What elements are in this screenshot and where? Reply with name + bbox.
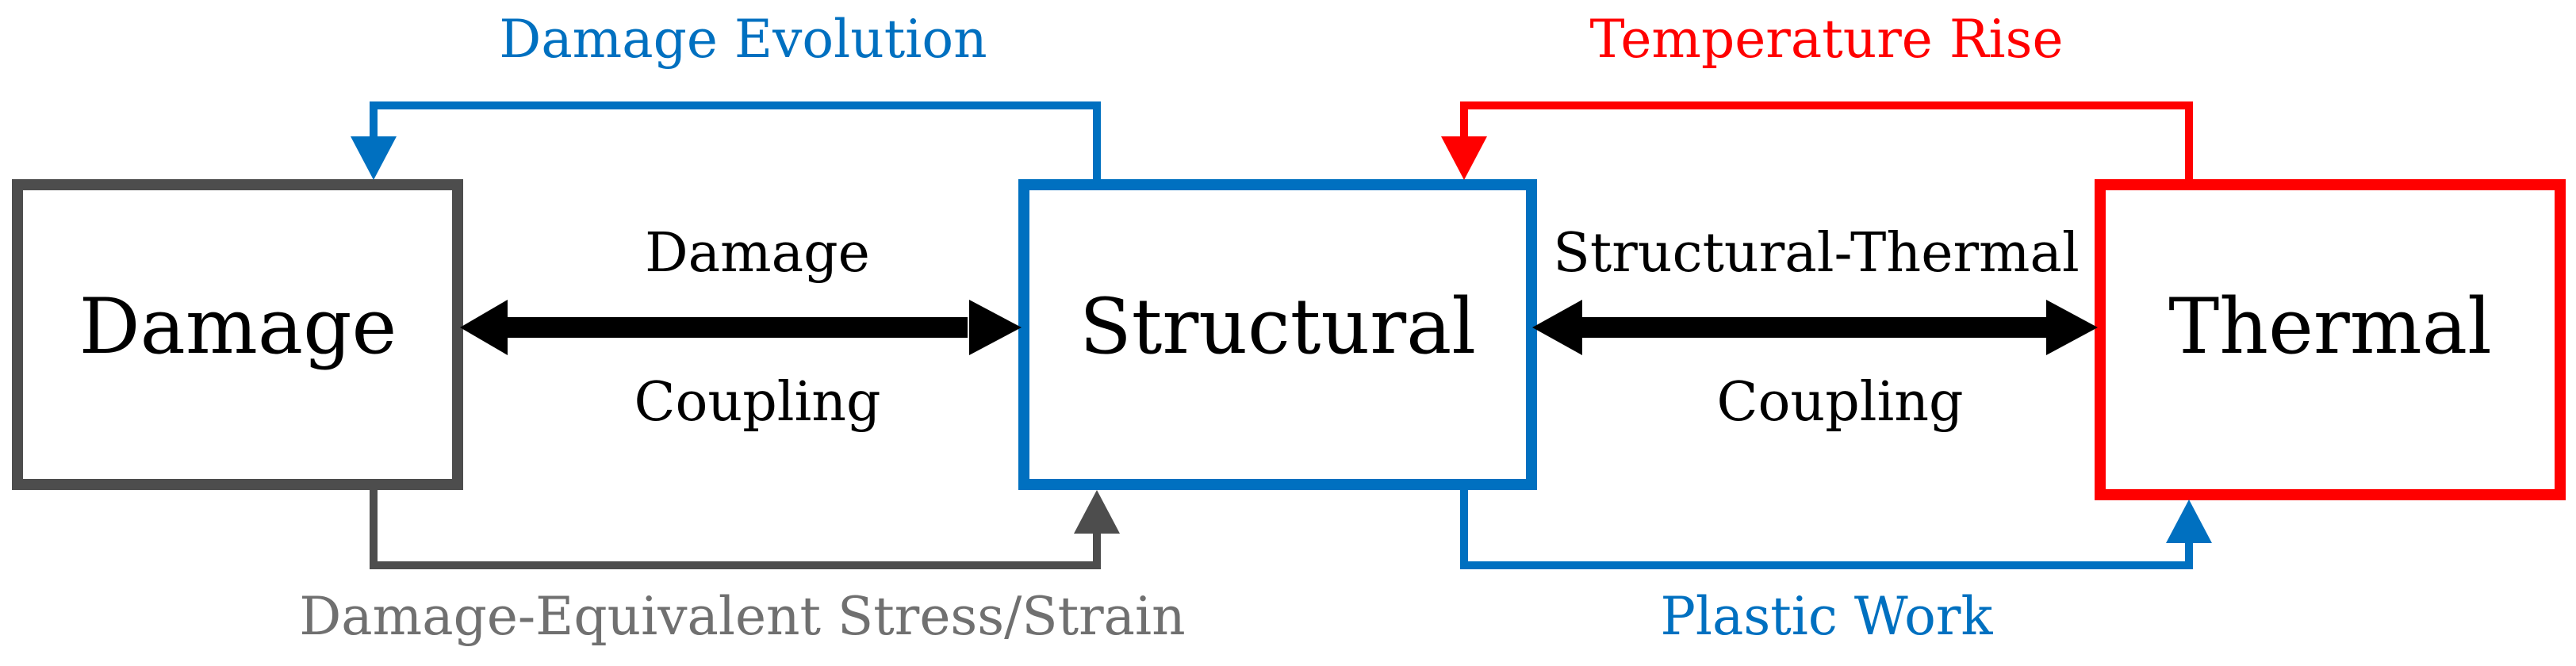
damage-evolution-arrowhead — [351, 136, 397, 180]
temperature-rise-path — [1460, 101, 2193, 179]
damage-box — [12, 179, 463, 490]
plastic-work-path — [1460, 490, 2193, 569]
damage-evolution-label: Damage Evolution — [499, 9, 987, 70]
temperature-rise-label: Temperature Rise — [1589, 9, 2063, 70]
plastic-work-arrowhead — [2166, 500, 2212, 543]
damage-equivalent-arrowhead — [1074, 490, 1120, 534]
damage-evolution-path — [370, 101, 1101, 179]
thermal-box — [2095, 179, 2566, 500]
structural-thermal-coupling-label-line2: Coupling — [1716, 371, 1963, 434]
damage-equivalent-path — [370, 490, 1101, 569]
temperature-rise-arrowhead — [1441, 136, 1487, 180]
thermal-box-label: Thermal — [2168, 282, 2492, 371]
damage-coupling-label-line1: Damage — [645, 222, 870, 285]
structural-thermal-coupling-label-line1: Structural-Thermal — [1553, 222, 2079, 285]
damage-coupling-label-line2: Coupling — [634, 371, 880, 434]
damage-coupling-double-arrow — [460, 300, 1022, 355]
damage-equivalent-label: Damage-Equivalent Stress/Strain — [299, 586, 1185, 647]
structural-box-label: Structural — [1079, 282, 1476, 371]
structural-box — [1018, 179, 1537, 490]
damage-box-label: Damage — [79, 282, 397, 371]
structural-thermal-coupling-double-arrow — [1532, 300, 2098, 355]
plastic-work-label: Plastic Work — [1661, 586, 1994, 647]
